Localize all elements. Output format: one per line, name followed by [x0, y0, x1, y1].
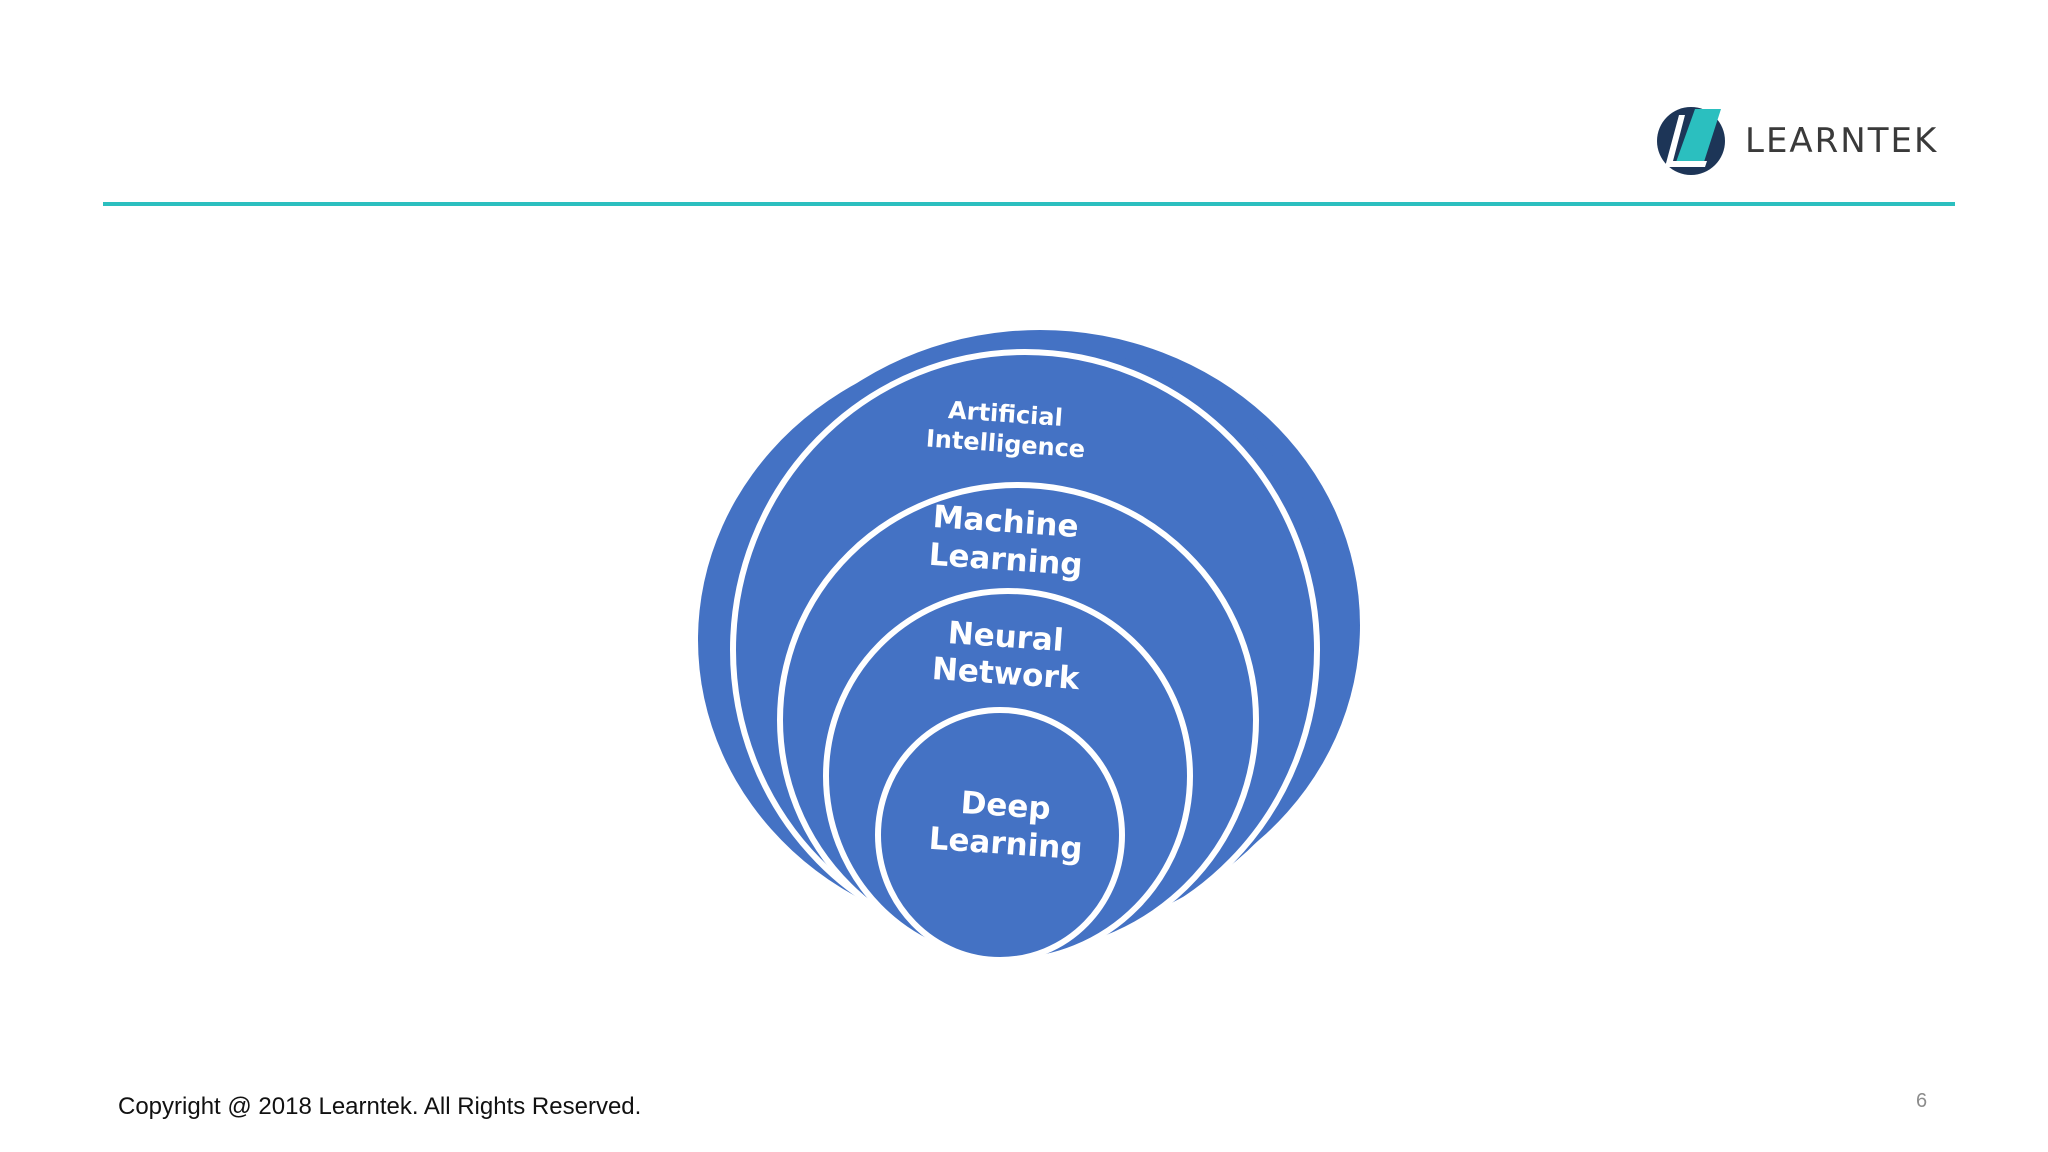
learntek-logo: LEARNTEK: [1655, 103, 1938, 178]
page-number: 6: [1916, 1090, 1928, 1112]
copyright-text: Copyright @ 2018 Learntek. All Rights Re…: [118, 1093, 642, 1120]
learntek-l-icon: [1657, 106, 1725, 175]
nn-label-line1: Neural: [947, 615, 1065, 659]
header-divider: [103, 202, 1955, 206]
dl-label-line1: Deep: [960, 785, 1052, 827]
dl-ring: [875, 707, 1125, 963]
logo-text: LEARNTEK: [1745, 120, 1939, 161]
